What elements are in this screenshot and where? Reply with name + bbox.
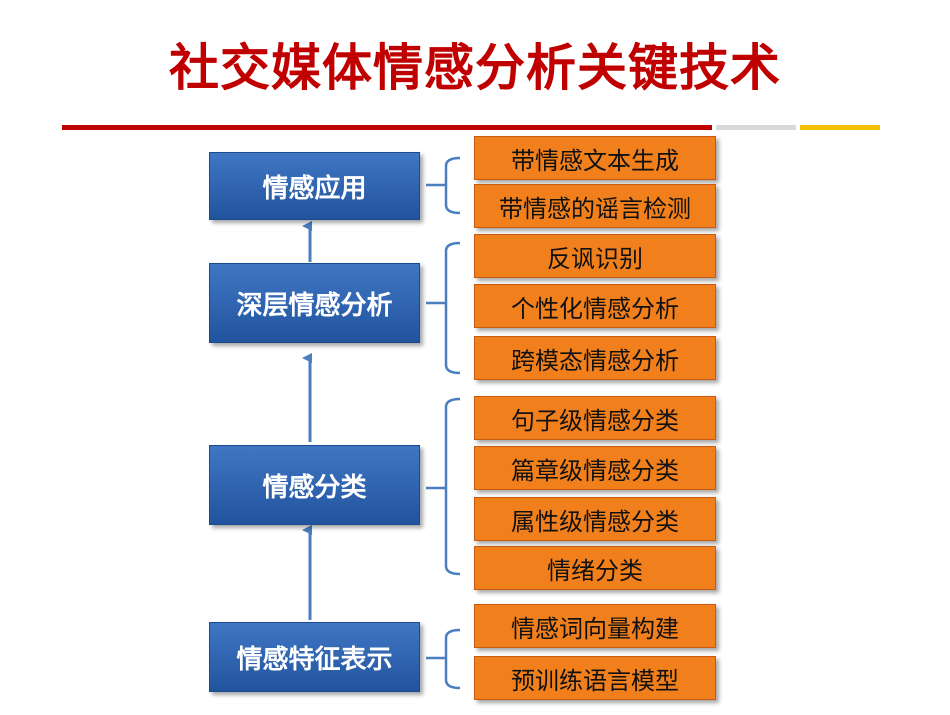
title-underline-gray — [716, 125, 796, 130]
bracket-classification — [426, 397, 461, 576]
item-box: 带情感文本生成 — [474, 136, 716, 180]
item-box: 预训练语言模型 — [474, 656, 716, 700]
level-box-application: 情感应用 — [209, 152, 420, 220]
item-box: 句子级情感分类 — [474, 396, 716, 440]
level-label: 情感应用 — [262, 173, 367, 204]
item-box: 反讽识别 — [474, 234, 716, 278]
item-box: 跨模态情感分析 — [474, 336, 716, 380]
title-underline-gold — [800, 125, 880, 130]
item-box: 篇章级情感分类 — [474, 446, 716, 490]
level-label: 深层情感分析 — [236, 290, 393, 321]
item-box: 带情感的谣言检测 — [474, 184, 716, 228]
page-title: 社交媒体情感分析关键技术 — [169, 39, 781, 97]
bracket-deep-analysis — [426, 241, 461, 375]
level-box-representation: 情感特征表示 — [209, 622, 420, 692]
title-underline-red — [62, 125, 712, 130]
level-label: 情感特征表示 — [236, 644, 393, 675]
level-box-classification: 情感分类 — [209, 445, 420, 525]
level-label: 情感分类 — [262, 472, 367, 503]
level-box-deep-analysis: 深层情感分析 — [209, 263, 420, 343]
item-box: 个性化情感分析 — [474, 284, 716, 328]
item-box: 情感词向量构建 — [474, 604, 716, 648]
item-box: 情绪分类 — [474, 546, 716, 590]
bracket-application — [426, 156, 461, 215]
item-box: 属性级情感分类 — [474, 497, 716, 541]
bracket-representation — [426, 628, 461, 690]
